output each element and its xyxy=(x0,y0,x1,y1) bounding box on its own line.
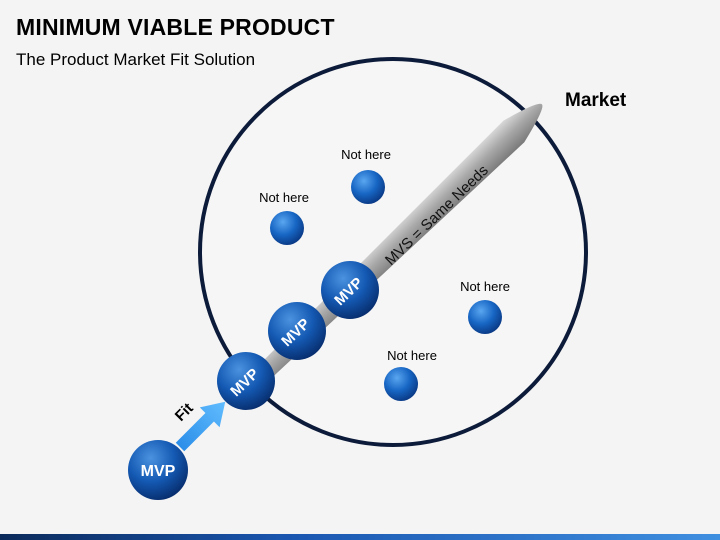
not-here-label: Not here xyxy=(341,147,391,162)
not-here-dot xyxy=(270,211,304,245)
not-here-dot xyxy=(351,170,385,204)
not-here-dot xyxy=(468,300,502,334)
not-here-label: Not here xyxy=(259,190,309,205)
mvp-node: MVP xyxy=(321,261,379,319)
not-here-item: Not here xyxy=(259,190,309,245)
not-here-dot xyxy=(384,367,418,401)
spike xyxy=(255,103,543,382)
mvp-node: MVP xyxy=(217,352,275,410)
mvp-node: MVP xyxy=(268,302,326,360)
not-here-item: Not here xyxy=(341,147,391,204)
fit-label: Fit xyxy=(172,400,197,425)
entry-mvp-label: MVP xyxy=(141,463,176,480)
page-title: MINIMUM VIABLE PRODUCT xyxy=(16,14,335,40)
not-here-item: Not here xyxy=(384,348,437,401)
not-here-label: Not here xyxy=(460,279,510,294)
not-here-label: Not here xyxy=(387,348,437,363)
market-label: Market xyxy=(565,90,627,111)
page-subtitle: The Product Market Fit Solution xyxy=(16,50,256,69)
entry-mvp-node: MVP xyxy=(128,440,188,500)
bottom-accent-bar xyxy=(0,534,720,540)
fit-arrow xyxy=(175,401,226,452)
not-here-item: Not here xyxy=(460,279,510,334)
